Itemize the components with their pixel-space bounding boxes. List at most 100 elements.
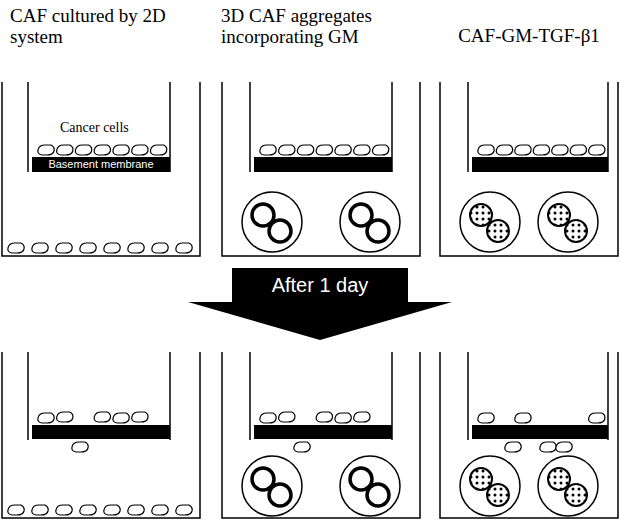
gelatin-microsphere	[487, 484, 509, 506]
cell	[515, 413, 531, 423]
outer-well	[2, 82, 200, 256]
cell	[132, 145, 148, 155]
cell	[552, 145, 568, 155]
gelatin-microsphere	[548, 468, 570, 490]
cell	[94, 412, 110, 422]
gelatin-microsphere	[565, 484, 587, 506]
cell	[297, 145, 313, 155]
gelatin-microsphere	[565, 220, 587, 242]
node-text: Basement membrane	[48, 158, 153, 170]
insert-wall	[27, 82, 29, 172]
outer-well	[440, 352, 618, 518]
gelatin-microsphere	[367, 484, 389, 506]
aggregate-droplet	[460, 192, 520, 252]
cell	[38, 413, 54, 423]
cell	[354, 412, 370, 422]
basement-membrane-bar	[254, 157, 392, 172]
gelatin-microsphere	[487, 220, 509, 242]
cell	[260, 413, 276, 423]
gelatin-microsphere	[269, 484, 291, 506]
aggregate-droplet	[242, 456, 302, 516]
block-arrow	[188, 268, 452, 340]
insert-wall	[249, 352, 251, 440]
cell	[294, 442, 310, 452]
aggregate-droplet	[538, 456, 598, 516]
cell	[335, 413, 351, 423]
cell	[589, 413, 605, 423]
cell	[478, 413, 494, 423]
aggregate-droplet	[538, 192, 598, 252]
cell	[505, 442, 521, 452]
cell	[104, 243, 120, 253]
cell	[556, 442, 572, 452]
cell	[533, 145, 549, 155]
cell	[176, 243, 192, 253]
basement-membrane-bar	[32, 425, 170, 439]
node-text: After 1 day	[272, 274, 369, 296]
cell	[128, 243, 144, 253]
arrow-label: After 1 day	[232, 268, 408, 302]
outer-well	[222, 352, 420, 518]
outer-well	[2, 352, 200, 518]
cell	[38, 145, 54, 155]
gelatin-microsphere	[470, 468, 492, 490]
cell	[260, 145, 276, 155]
cell	[152, 243, 168, 253]
basement-membrane-bar	[472, 425, 608, 439]
gelatin-microsphere	[470, 204, 492, 226]
cell	[57, 145, 73, 155]
cell	[478, 145, 494, 155]
cell	[589, 145, 605, 155]
cancer-cells-label: Cancer cells	[60, 120, 170, 135]
cell	[372, 145, 388, 155]
cell	[104, 505, 120, 515]
column-heading: 3D CAF aggregates incorporating GM	[221, 6, 421, 48]
cell	[279, 412, 295, 422]
cell	[8, 505, 24, 515]
cell	[57, 412, 73, 422]
cell	[128, 505, 144, 515]
basement-membrane-bar	[254, 425, 392, 439]
cell	[80, 243, 96, 253]
cell	[515, 145, 531, 155]
cell	[75, 145, 91, 155]
outer-well	[222, 82, 420, 256]
cell	[316, 145, 332, 155]
cell	[113, 413, 129, 423]
gelatin-microsphere	[367, 220, 389, 242]
column-heading: CAF cultured by 2D system	[10, 6, 190, 48]
cell	[132, 412, 148, 422]
cell	[316, 412, 332, 422]
cell	[32, 243, 48, 253]
basement-membrane-bar	[472, 157, 608, 172]
cell	[8, 243, 24, 253]
cell	[279, 145, 295, 155]
cell	[80, 505, 96, 515]
aggregate-droplet	[460, 456, 520, 516]
column-heading: CAF-GM-TGF-β1	[458, 26, 600, 47]
basement-membrane-bar: Basement membrane	[32, 157, 170, 172]
cell	[72, 442, 88, 452]
insert-wall	[467, 352, 469, 440]
aggregate-droplet	[340, 456, 400, 516]
cell	[152, 505, 168, 515]
outer-well	[440, 82, 618, 256]
aggregate-droplet	[242, 192, 302, 252]
cell	[335, 145, 351, 155]
insert-wall	[249, 82, 251, 172]
aggregate-droplet	[340, 192, 400, 252]
cell	[94, 145, 110, 155]
insert-wall	[27, 352, 29, 440]
cell	[176, 505, 192, 515]
insert-wall	[467, 82, 469, 172]
cell	[354, 145, 370, 155]
cell	[32, 505, 48, 515]
cell	[540, 442, 556, 452]
gelatin-microsphere	[548, 204, 570, 226]
cell	[496, 145, 512, 155]
cell	[150, 145, 166, 155]
cell	[56, 243, 72, 253]
cell	[56, 505, 72, 515]
cell	[113, 145, 129, 155]
